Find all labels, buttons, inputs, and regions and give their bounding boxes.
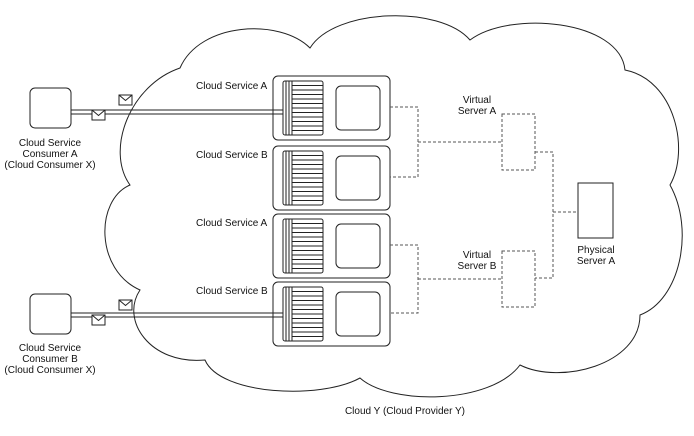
virtual-server-b-label-line-2: Server B (458, 261, 497, 272)
consumer-b-message-lines (71, 312, 283, 318)
service-label-2: Cloud Service B (196, 150, 268, 161)
consumer-b-label-line-1: Cloud Service (19, 343, 82, 354)
virtual-server-b-box (501, 250, 536, 308)
cloud-service-2 (272, 145, 391, 211)
envelope-icon (91, 109, 106, 121)
consumer-b-label-line-2: Consumer B (22, 354, 78, 365)
service-stack-3 (282, 218, 324, 274)
envelope-icon (118, 94, 133, 106)
physical-server-label-line-2: Server A (577, 256, 616, 267)
service-stack-1 (282, 80, 324, 136)
cloud-service-1 (272, 75, 391, 141)
cloud-label: Cloud Y (Cloud Provider Y) (345, 406, 465, 417)
service-module-box (335, 85, 381, 131)
cloud-outline (104, 15, 683, 398)
consumer-a-label-line-1: Cloud Service (19, 138, 82, 149)
consumer-a-box (29, 87, 72, 129)
consumer-a-label-line-3: (Cloud Consumer X) (4, 160, 95, 171)
virtual-server-a-box (501, 113, 536, 171)
envelope-icon (91, 314, 106, 326)
consumer-b-label-line-3: (Cloud Consumer X) (4, 365, 95, 376)
service-label-1: Cloud Service A (196, 81, 267, 92)
consumer-a-message-lines (71, 109, 283, 115)
service-label-3: Cloud Service A (196, 218, 267, 229)
consumer-b-box (29, 293, 72, 335)
virtual-server-b-label-line-1: Virtual (463, 250, 491, 261)
service-stack-4 (282, 286, 324, 342)
physical-server-label-line-1: Physical (577, 245, 614, 256)
cloud-service-3 (272, 213, 391, 279)
consumer-a-label-line-2: Consumer A (22, 149, 77, 160)
physical-server-box (577, 182, 614, 239)
service-label-4: Cloud Service B (196, 286, 268, 297)
envelope-icon (118, 299, 133, 311)
virtual-server-a-label-line-1: Virtual (463, 95, 491, 106)
virtual-server-a-label-line-2: Server A (458, 106, 497, 117)
service-stack-2 (282, 150, 324, 206)
virtual-server-links (390, 106, 578, 314)
cloud-service-4 (272, 281, 391, 347)
